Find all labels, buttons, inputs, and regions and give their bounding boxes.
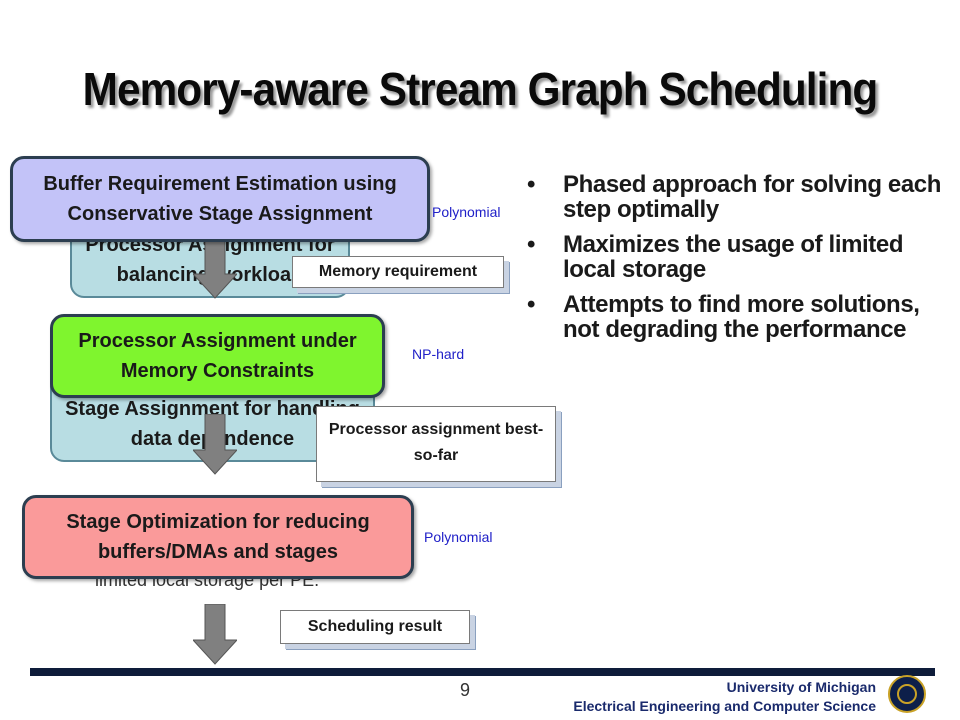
down-arrow-icon: [193, 414, 237, 475]
university-name: University of Michigan: [726, 679, 876, 695]
slide-title: Memory-aware Stream Graph Scheduling: [82, 63, 879, 115]
bullet-list: Phased approach for solving each step op…: [525, 172, 945, 352]
university-footer: University of Michigan Electrical Engine…: [573, 678, 876, 716]
processor-assignment-box: Processor Assignment under Memory Constr…: [50, 314, 385, 398]
processor-assignment-note: Processor assignment best-so-far: [316, 406, 556, 482]
bullet-item: Attempts to find more solutions, not deg…: [525, 292, 945, 342]
footer-divider: [30, 668, 935, 676]
bullet-item: Maximizes the usage of limited local sto…: [525, 232, 945, 282]
complexity-label: Polynomial: [424, 529, 493, 545]
stage-optimization-box: Stage Optimization for reducing buffers/…: [22, 495, 414, 579]
complexity-label: NP-hard: [412, 346, 465, 362]
memory-requirement-note: Memory requirement: [292, 256, 504, 288]
page-number: 9: [459, 680, 470, 700]
down-arrow-icon: [193, 604, 237, 665]
university-seal-icon: [888, 675, 926, 713]
scheduling-result-note: Scheduling result: [280, 610, 470, 644]
buffer-estimation-box: Buffer Requirement Estimation using Cons…: [10, 156, 430, 242]
department-name: Electrical Engineering and Computer Scie…: [573, 698, 876, 714]
down-arrow-icon: [193, 238, 237, 299]
complexity-label: Polynomial: [432, 204, 501, 220]
bullet-item: Phased approach for solving each step op…: [525, 172, 945, 222]
